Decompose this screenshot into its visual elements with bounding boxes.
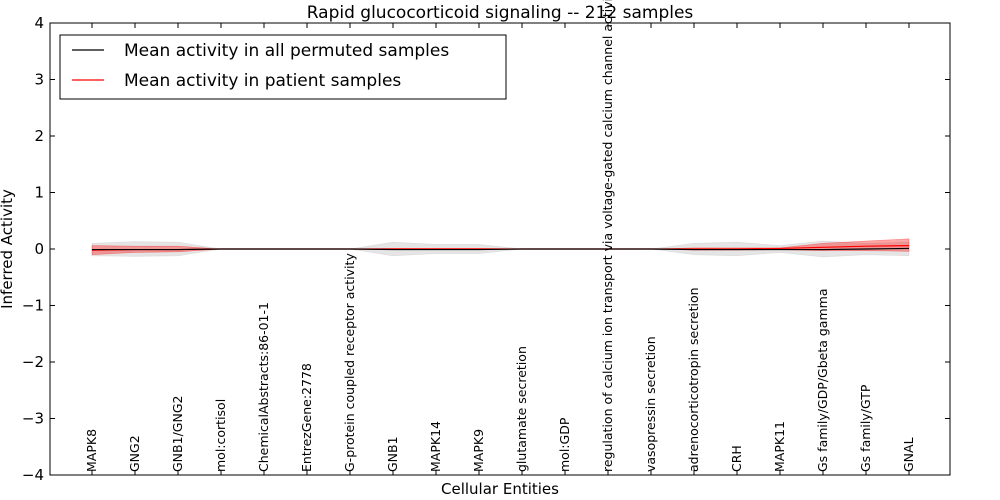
y-tick-label: −4: [22, 466, 44, 484]
category-label: GNB1: [385, 436, 400, 472]
y-tick-label: 0: [34, 240, 44, 258]
category-label: Gs family/GDP/Gbeta gamma: [815, 289, 830, 472]
legend-label-permuted: Mean activity in all permuted samples: [124, 41, 449, 61]
category-label: GNAL: [901, 437, 916, 472]
y-tick-label: 1: [34, 184, 44, 202]
y-tick-label: −2: [22, 353, 44, 371]
legend: Mean activity in all permuted samples Me…: [59, 34, 507, 100]
y-tick-label: −3: [22, 410, 44, 428]
category-label: MAPK9: [471, 429, 486, 472]
x-axis-ticks: MAPK8 GNG2 GNB1/GNG2 mol:cortisol ChemicalAb…: [84, 0, 916, 475]
category-label: vasopressin secretion: [643, 336, 658, 472]
category-label: GNG2: [127, 435, 142, 472]
line-permuted: [92, 247, 910, 251]
category-label: CRH: [729, 445, 744, 472]
legend-label-patient: Mean activity in patient samples: [124, 71, 401, 91]
category-label: Gs family/GTP: [858, 384, 873, 472]
y-tick-label: 3: [34, 71, 44, 89]
series-lines: [91, 245, 910, 251]
category-label: MAPK11: [772, 421, 787, 472]
category-label: adrenocorticotropin secretion: [686, 287, 701, 472]
category-label: ChemicalAbstracts:86-01-1: [256, 302, 271, 472]
category-label: regulation of calcium ion transport via …: [600, 0, 615, 472]
y-tick-label: 2: [34, 127, 44, 145]
category-label: MAPK8: [84, 429, 99, 472]
y-axis-label: Inferred Activity: [0, 189, 16, 309]
y-tick-label: 4: [34, 14, 44, 32]
x-axis-label: Cellular Entities: [441, 480, 559, 498]
category-label: mol:GDP: [557, 417, 572, 472]
category-label: G-protein coupled receptor activity: [342, 253, 357, 472]
y-tick-label: −1: [22, 297, 44, 315]
chart-title: Rapid glucocorticoid signaling -- 212 sa…: [307, 3, 694, 23]
legend-box: [59, 34, 507, 100]
category-label: EntrezGene:2778: [299, 363, 314, 472]
y-axis-ticks: 4 3 2 1 0 −1 −2 −3 −4: [22, 14, 950, 484]
category-label: mol:cortisol: [213, 399, 228, 472]
category-label: GNB1/GNG2: [170, 396, 185, 472]
category-label: glutamate secretion: [514, 346, 529, 472]
category-label: MAPK14: [428, 421, 443, 472]
